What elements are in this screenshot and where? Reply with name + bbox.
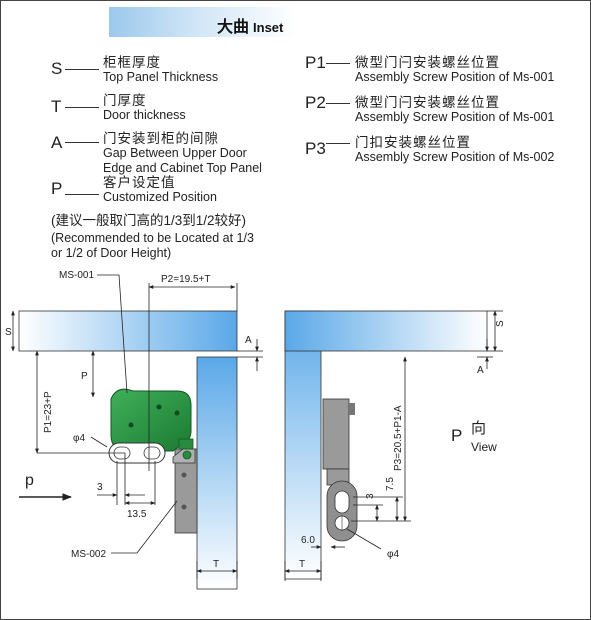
left-door-panel [196,356,238,590]
right-dimensions [284,310,503,581]
legend-a-symbol: A [51,133,63,152]
legend-p2-cn: 微型门闩安装螺丝位置 [355,95,500,110]
recommendation-cn: (建议一般取门高的1/3到1/2较好) [51,213,247,228]
label-a-left: A [245,335,252,346]
legend-t-en: Door thickness [103,108,186,122]
left-top-panel [18,310,238,352]
legend-s-en: Top Panel Thickness [103,70,219,84]
ms001-latch [108,388,194,464]
legend-p2-symbol: P2 [305,93,326,112]
left-view [11,274,263,590]
legend-p1-dash [326,63,350,64]
legend-p3: P3 门扣安装螺丝位置 Assembly Screw Position of M… [305,135,554,165]
legend-p2-dash [326,103,350,104]
catch-plate [326,480,358,542]
legend-p3-dash [326,143,350,144]
legend-p-en: Customized Position [103,190,217,204]
legend-s-symbol: S [51,59,63,78]
label-s-left: S [5,327,12,338]
legend-s: S 柜框厚度 Top Panel Thickness [51,55,218,85]
legend-p1-en: Assembly Screw Position of Ms-001 [355,70,555,84]
label-phi4-right: φ4 [387,549,399,560]
ms002-catch [172,448,198,534]
label-phi4-left: φ4 [73,433,85,444]
legend-t-symbol: T [51,97,62,116]
recommendation-en2: or 1/2 of Door Height) [51,246,172,260]
legend-a: A 门安装到柜的间隙 Gap Between Upper Door Edge a… [51,131,262,176]
label-p-dim: P [81,371,88,382]
label-p-arrow: p [25,472,34,489]
label-ms002: MS-002 [71,549,106,560]
legend-p1-cn: 微型门闩安装螺丝位置 [355,55,500,70]
header-band [109,7,297,37]
recommendation: (建议一般取门高的1/3到1/2较好) (Recommended to be L… [51,213,254,261]
side-latch [322,398,355,486]
legend-a-en2: Edge and Cabinet Top Panel [103,161,262,175]
right-side-panel [284,310,322,580]
header-title-en: Inset [253,20,284,35]
legend-p-symbol: P [51,179,63,198]
label-ms001: MS-001 [59,270,94,281]
legend-p-cn: 客户设定值 [103,175,176,190]
legend-p3-cn: 门扣安装螺丝位置 [355,135,471,150]
right-view [284,310,503,581]
label-view-p: P [451,426,462,445]
label-p2: P2=19.5+T [161,274,210,285]
label-view-en: View [471,440,497,454]
recommendation-en1: (Recommended to be Located at 1/3 [51,231,254,245]
legend-s-dash [65,69,99,70]
label-t-right: T [299,559,305,570]
legend-a-dash [65,142,99,143]
legend-p1-symbol: P1 [305,53,326,72]
label-13-5: 13.5 [127,509,147,520]
legend-a-en1: Gap Between Upper Door [103,146,247,160]
legend-t-cn: 门厚度 [103,93,147,108]
label-3-right: 3 [365,493,376,499]
legend-p1: P1 微型门闩安装螺丝位置 Assembly Screw Position of… [305,53,555,85]
legend-t-dash [65,107,99,108]
label-view-cn: 向 [471,420,486,437]
legend-p-dash [65,194,99,195]
legend-p3-en: Assembly Screw Position of Ms-002 [355,150,555,164]
label-p3: P3=20.5+P1-A [393,405,404,471]
label-t-left: T [213,559,219,570]
header-title-cn: 大曲 [217,19,250,36]
legend-p2: P2 微型门闩安装螺丝位置 Assembly Screw Position of… [305,93,555,125]
legend-p: P 客户设定值 Customized Position [51,175,217,205]
legend-t: T 门厚度 Door thickness [51,93,186,123]
label-a-right: A [477,365,484,376]
legend-a-cn: 门安装到柜的间隙 [103,131,219,146]
legend-p3-symbol: P3 [305,139,326,158]
legend-p2-en: Assembly Screw Position of Ms-001 [355,110,555,124]
right-top-panel [284,310,488,352]
label-6-0: 6.0 [301,535,315,546]
left-dimensions [11,274,263,579]
drawing-labels: MS-001 P2=19.5+T S A P P1=23+P φ4 3 13.5… [5,270,506,570]
label-3-left: 3 [97,482,103,493]
label-s-right: S [495,320,506,327]
label-7-5: 7.5 [385,477,396,491]
legend-s-cn: 柜框厚度 [103,55,161,70]
label-p1: P1=23+P [43,391,54,433]
